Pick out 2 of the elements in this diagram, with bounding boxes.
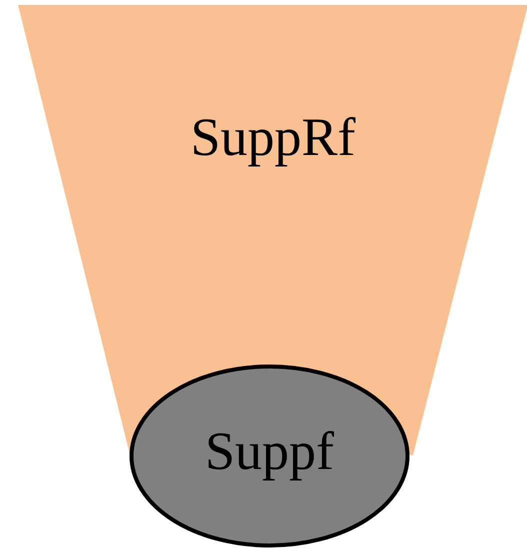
region-label: Suppf (204, 420, 334, 483)
region-label: SuppRf (190, 106, 356, 169)
